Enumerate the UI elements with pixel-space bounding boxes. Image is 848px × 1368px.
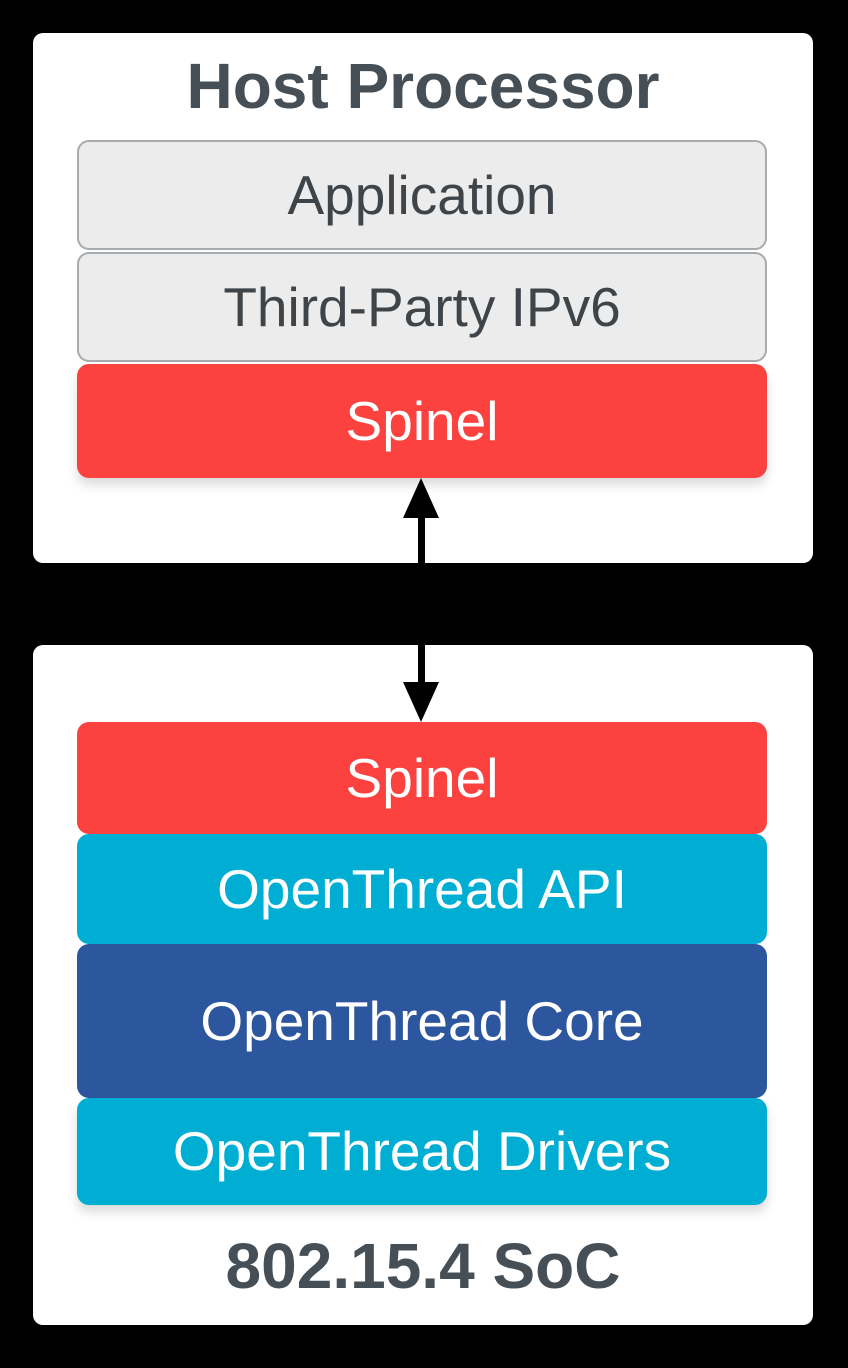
host-layer-stack: Application Third-Party IPv6 Spinel	[77, 140, 767, 478]
layer-spinel-host-label: Spinel	[345, 389, 499, 452]
arrow-shaft	[417, 502, 425, 698]
layer-openthread-drivers: OpenThread Drivers	[77, 1098, 767, 1205]
host-processor-panel: Host Processor Application Third-Party I…	[33, 33, 813, 563]
layer-spinel-soc-label: Spinel	[345, 746, 499, 809]
layer-application-label: Application	[287, 163, 557, 226]
soc-panel: Spinel OpenThread API OpenThread Core Op…	[33, 645, 813, 1325]
soc-title: 802.15.4 SoC	[225, 1230, 621, 1302]
soc-layer-stack: Spinel OpenThread API OpenThread Core Op…	[77, 722, 767, 1205]
layer-spinel-soc: Spinel	[77, 722, 767, 834]
arrow-down-icon	[403, 682, 439, 722]
bidirectional-arrow	[403, 478, 439, 722]
layer-spinel-host: Spinel	[77, 364, 767, 478]
layer-third-party-ipv6: Third-Party IPv6	[77, 252, 767, 362]
layer-openthread-api-label: OpenThread API	[217, 857, 627, 920]
layer-application: Application	[77, 140, 767, 250]
layer-openthread-drivers-label: OpenThread Drivers	[172, 1120, 672, 1182]
layer-third-party-ipv6-label: Third-Party IPv6	[223, 275, 621, 338]
layer-openthread-core: OpenThread Core	[77, 944, 767, 1098]
layer-openthread-core-label: OpenThread Core	[200, 989, 644, 1052]
host-processor-title: Host Processor	[186, 50, 660, 122]
layer-openthread-api: OpenThread API	[77, 834, 767, 944]
